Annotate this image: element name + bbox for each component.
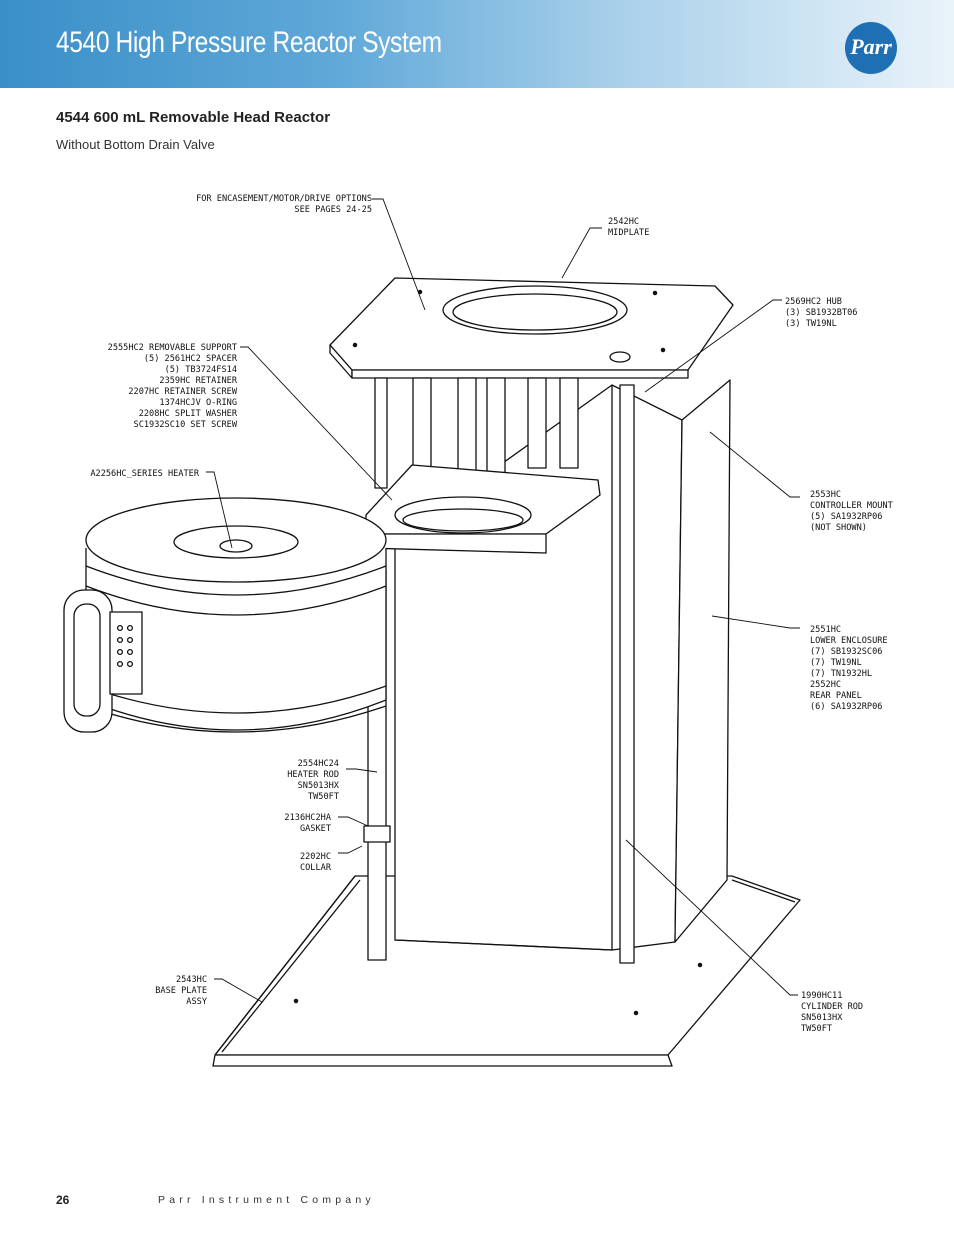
- removable-support-shape: [365, 464, 601, 554]
- leader-lines: [206, 198, 800, 1003]
- label-support-0: 2555HC2 REMOVABLE SUPPORT: [108, 343, 237, 353]
- label-heater-rod-2: SN5013HX: [298, 781, 340, 791]
- page-number: 26: [56, 1193, 70, 1207]
- label-enclosure-7: (6) SA1932RP06: [810, 702, 882, 712]
- label-hub-1: (3) SB1932BT06: [785, 308, 857, 318]
- label-gasket-1: GASKET: [300, 824, 331, 834]
- label-cylinder-rod-3: TW50FT: [801, 1024, 832, 1034]
- label-enclosure-0: 2551HC: [810, 625, 841, 635]
- label-cylinder-rod-0: 1990HC11: [801, 991, 842, 1001]
- label-collar-1: COLLAR: [300, 863, 332, 873]
- spacer-rods: [374, 377, 579, 491]
- section-subtitle: Without Bottom Drain Valve: [56, 137, 215, 152]
- label-heater-rod-1: HEATER ROD: [287, 770, 339, 780]
- label-hub-2: (3) TW19NL: [785, 319, 837, 329]
- label-support-4: 2207HC RETAINER SCREW: [128, 387, 237, 397]
- drawing-lines: [63, 277, 801, 1067]
- label-support-2: (5) TB3724FS14: [165, 365, 237, 375]
- label-gasket-0: 2136HC2HA: [284, 813, 331, 823]
- label-midplate-0: 2542HC: [608, 217, 639, 227]
- parr-logo: Parr: [845, 22, 897, 74]
- label-enclosure-1: LOWER ENCLOSURE: [810, 636, 888, 646]
- label-encasement-1: SEE PAGES 24-25: [294, 205, 372, 215]
- label-enclosure-4: (7) TN1932HL: [810, 669, 872, 679]
- company-name: Parr Instrument Company: [158, 1194, 375, 1206]
- label-base-plate-2: ASSY: [186, 997, 208, 1007]
- heater-shape: [63, 497, 387, 733]
- label-enclosure-6: REAR PANEL: [810, 691, 862, 701]
- section-title: 4544 600 mL Removable Head Reactor: [56, 109, 331, 126]
- label-collar-0: 2202HC: [300, 852, 331, 862]
- label-enclosure-5: 2552HC: [810, 680, 841, 690]
- label-heater-0: A2256HC_SERIES HEATER: [90, 469, 199, 479]
- midplate-shape: [329, 277, 734, 379]
- label-encasement-0: FOR ENCASEMENT/MOTOR/DRIVE OPTIONS: [196, 194, 372, 204]
- label-heater-rod-0: 2554HC24: [298, 759, 339, 769]
- header-banner: 4540 High Pressure Reactor System Parr: [0, 0, 954, 88]
- label-base-plate-1: BASE PLATE: [155, 986, 207, 996]
- label-base-plate-0: 2543HC: [176, 975, 207, 985]
- label-cylinder-rod-2: SN5013HX: [801, 1013, 843, 1023]
- label-cylinder-rod-1: CYLINDER ROD: [801, 1002, 863, 1012]
- label-controller-1: CONTROLLER MOUNT: [810, 501, 893, 511]
- logo-text: Parr: [850, 34, 892, 59]
- label-midplate-1: MIDPLATE: [608, 228, 649, 238]
- collar-shape: [363, 825, 391, 843]
- label-support-5: 1374HCJV O-RING: [159, 398, 237, 408]
- label-controller-3: (NOT SHOWN): [810, 523, 867, 533]
- label-support-1: (5) 2561HC2 SPACER: [144, 354, 238, 364]
- page-title: 4540 High Pressure Reactor System: [56, 26, 442, 59]
- label-enclosure-3: (7) TW19NL: [810, 658, 862, 668]
- label-support-3: 2359HC RETAINER: [159, 376, 237, 386]
- label-heater-rod-3: TW50FT: [308, 792, 339, 802]
- label-hub-0: 2569HC2 HUB: [785, 297, 842, 307]
- label-controller-0: 2553HC: [810, 490, 841, 500]
- label-support-7: SC1932SC10 SET SCREW: [134, 420, 238, 430]
- label-controller-2: (5) SA1932RP06: [810, 512, 882, 522]
- callout-labels: FOR ENCASEMENT/MOTOR/DRIVE OPTIONS SEE P…: [90, 194, 892, 1034]
- label-enclosure-2: (7) SB1932SC06: [810, 647, 882, 657]
- label-support-6: 2208HC SPLIT WASHER: [139, 409, 238, 419]
